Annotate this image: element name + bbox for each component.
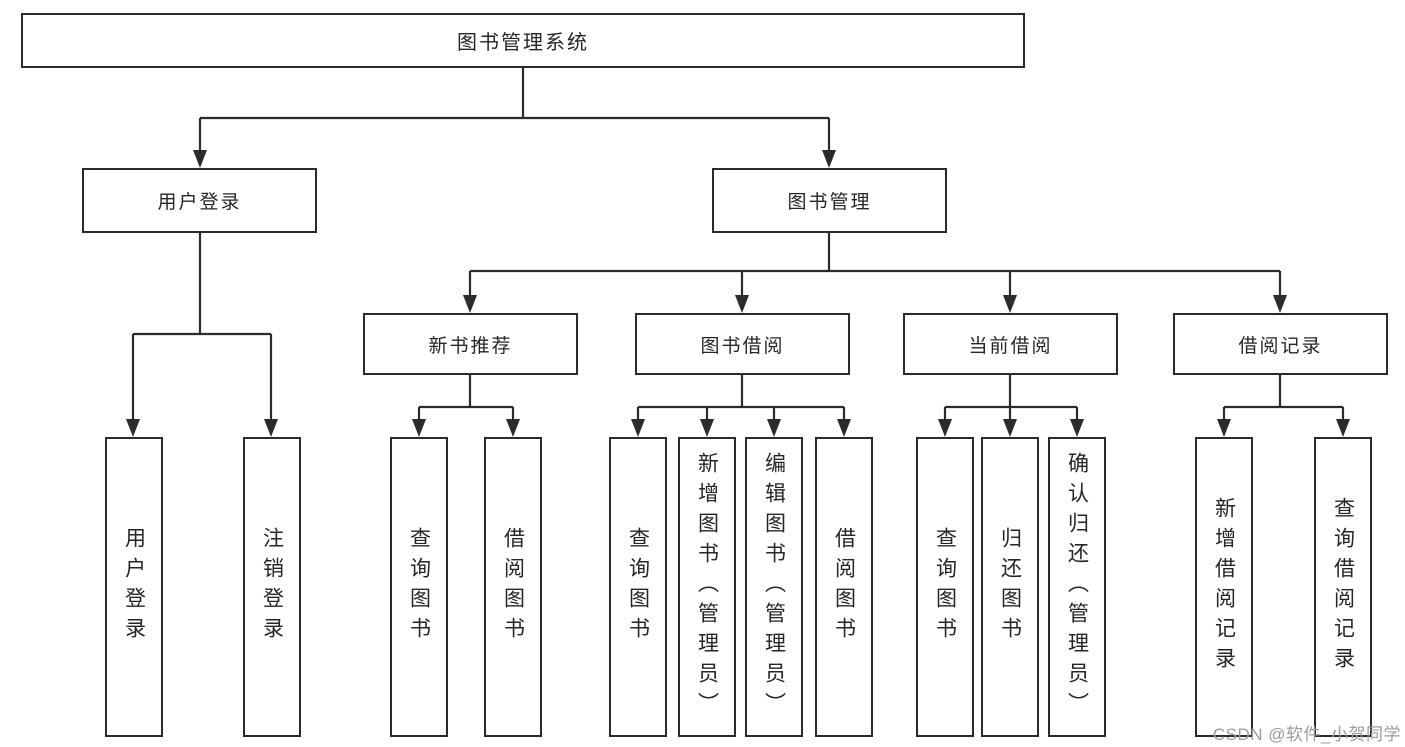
leaf-label: 新增借阅记录 [1212,497,1236,677]
leaf-label: 借阅图书 [832,527,856,647]
node-new-book-recommendation: 新书推荐 [363,313,578,375]
leaf-label: 查询图书 [626,527,650,647]
node-label: 当前借阅 [968,335,1053,357]
leaf-label: 新增图书（管理员） [695,452,719,722]
node-user-login: 用户登录 [82,168,317,233]
leaf-label: 确认归还（管理员） [1065,452,1089,722]
leaf-user-login: 用户登录 [105,437,163,737]
node-current-borrowing: 当前借阅 [903,313,1118,375]
node-book-management-system: 图书管理系统 [21,13,1025,68]
leaf-label: 查询图书 [933,527,957,647]
leaf-edit-books-admin: 编辑图书（管理员） [745,437,803,737]
node-borrowing-records: 借阅记录 [1173,313,1388,375]
leaf-label: 编辑图书（管理员） [762,452,786,722]
leaf-label: 注销登录 [260,527,284,647]
leaf-label: 用户登录 [122,527,146,647]
leaf-borrow-books: 借阅图书 [484,437,542,737]
leaf-query-borrow-record: 查询借阅记录 [1314,437,1372,737]
node-label: 借阅记录 [1238,335,1323,357]
node-label: 新书推荐 [428,335,513,357]
leaf-add-borrow-record: 新增借阅记录 [1195,437,1253,737]
leaf-logout: 注销登录 [243,437,301,737]
leaf-add-books-admin: 新增图书（管理员） [678,437,736,737]
leaf-label: 归还图书 [998,527,1022,647]
leaf-borrow-books: 借阅图书 [815,437,873,737]
node-book-management: 图书管理 [712,168,947,233]
node-label: 图书借阅 [700,335,785,357]
node-label: 图书管理 [787,192,872,213]
leaf-return-books: 归还图书 [981,437,1039,737]
leaf-query-books: 查询图书 [916,437,974,737]
leaf-confirm-return-admin: 确认归还（管理员） [1048,437,1106,737]
node-label: 用户登录 [157,192,242,213]
leaf-label: 借阅图书 [501,527,525,647]
leaf-label: 查询借阅记录 [1331,497,1355,677]
connector-path [131,68,1345,421]
csdn-watermark: CSDN @软件_小贺同学 [1212,725,1401,744]
leaf-label: 查询图书 [407,527,431,647]
node-label: 图书管理系统 [457,32,589,54]
leaf-query-books: 查询图书 [609,437,667,737]
leaf-query-books: 查询图书 [390,437,448,737]
node-book-borrowing: 图书借阅 [635,313,850,375]
